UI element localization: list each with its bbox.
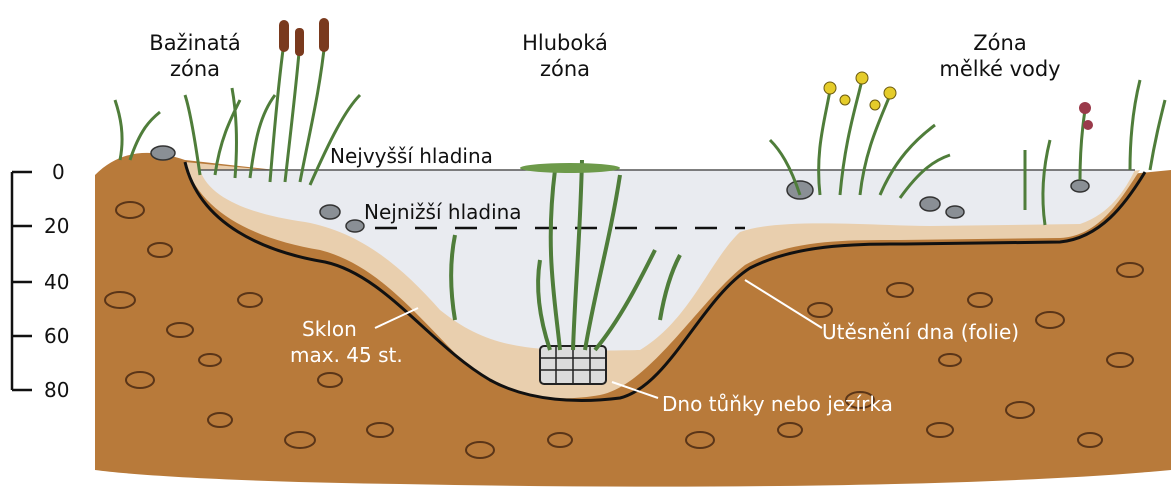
slope-label-line1: Sklon (290, 316, 403, 342)
zone-title-deep-line2: zóna (500, 56, 630, 82)
depth-scale (12, 172, 32, 390)
scale-label-0: 0 (52, 160, 65, 184)
scale-label-80: 80 (44, 378, 69, 402)
liner-label: Utěsnění dna (folie) (822, 320, 1019, 344)
scale-label-20: 20 (44, 214, 69, 238)
lily-pads (520, 163, 620, 173)
slope-label-line2: max. 45 st. (290, 342, 403, 368)
cattail-heads (279, 18, 329, 56)
scale-label-60: 60 (44, 324, 69, 348)
highest-level-label: Nejvyšší hladina (330, 144, 493, 168)
zone-title-marsh-line2: zóna (130, 56, 260, 82)
zone-title-deep-line1: Hluboká (500, 30, 630, 56)
pink-flowers (1079, 102, 1093, 130)
zone-title-shallow-line2: mělké vody (910, 56, 1090, 82)
lowest-level-label: Nejnižší hladina (364, 200, 522, 224)
bottom-label: Dno tůňky nebo jezírka (662, 392, 893, 416)
zone-title-shallow-line1: Zóna (910, 30, 1090, 56)
slope-label: Sklon max. 45 st. (290, 316, 403, 368)
zone-title-deep: Hluboká zóna (500, 30, 630, 82)
zone-title-marsh-line1: Bažinatá (130, 30, 260, 56)
scale-label-40: 40 (44, 270, 69, 294)
zone-title-marsh: Bažinatá zóna (130, 30, 260, 82)
zone-title-shallow: Zóna mělké vody (910, 30, 1090, 82)
